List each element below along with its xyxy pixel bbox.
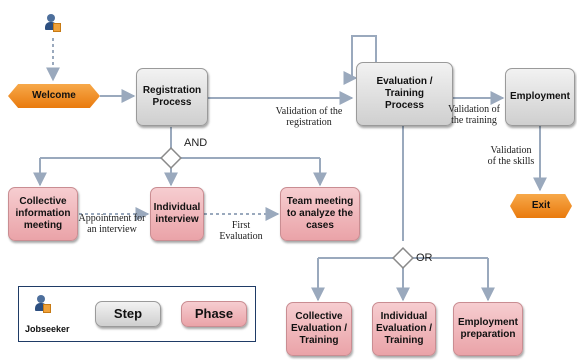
individual-evaluation-label: Individual Evaluation / Training (375, 311, 433, 346)
collective-information-phase: Collective information meeting (8, 187, 78, 241)
collective-information-label: Collective information meeting (15, 196, 71, 231)
employment-preparation-label: Employment preparation (457, 317, 518, 340)
and-gate (160, 147, 182, 169)
individual-interview-label: Individual interview (153, 202, 201, 225)
welcome-label: Welcome (32, 90, 76, 101)
legend-step: Step (95, 301, 161, 327)
registration-label: Registration Process (142, 85, 202, 108)
registration-step: Registration Process (136, 68, 208, 126)
appointment-label: Appointment for an interview (78, 213, 146, 235)
individual-interview-phase: Individual interview (150, 187, 204, 241)
legend-jobseeker-icon (35, 295, 51, 313)
validation-skills-label: Validation of the skills (487, 145, 535, 167)
legend-step-label: Step (113, 306, 143, 321)
legend-phase-label: Phase (194, 306, 234, 321)
employment-label: Employment (509, 91, 570, 102)
legend-jobseeker-label: Jobseeker (25, 324, 70, 334)
employment-step: Employment (505, 68, 575, 126)
and-gate-label: AND (184, 137, 208, 149)
or-gate (392, 247, 414, 269)
legend: Jobseeker Step Phase (18, 286, 256, 342)
evaluation-training-label: Evaluation / Training Process (376, 76, 433, 111)
or-gate-label: OR (416, 252, 433, 264)
evaluation-training-step: Evaluation / Training Process (356, 62, 453, 126)
validation-registration-label: Validation of the registration (275, 106, 343, 128)
first-evaluation-label: First Evaluation (219, 220, 263, 242)
collective-evaluation-label: Collective Evaluation / Training (290, 311, 348, 346)
welcome-phase: Welcome (8, 84, 100, 108)
collective-evaluation-phase: Collective Evaluation / Training (286, 302, 352, 356)
employment-preparation-phase: Employment preparation (453, 302, 523, 356)
exit-label: Exit (531, 200, 551, 211)
jobseeker-icon (45, 14, 61, 32)
edge-evaluation-loop (343, 35, 377, 85)
individual-evaluation-phase: Individual Evaluation / Training (372, 302, 436, 356)
legend-phase: Phase (181, 301, 247, 327)
team-meeting-label: Team meeting to analyze the cases (286, 196, 354, 231)
team-meeting-phase: Team meeting to analyze the cases (280, 187, 360, 241)
validation-training-label: Validation of the training (448, 104, 500, 126)
exit-phase: Exit (510, 194, 572, 218)
